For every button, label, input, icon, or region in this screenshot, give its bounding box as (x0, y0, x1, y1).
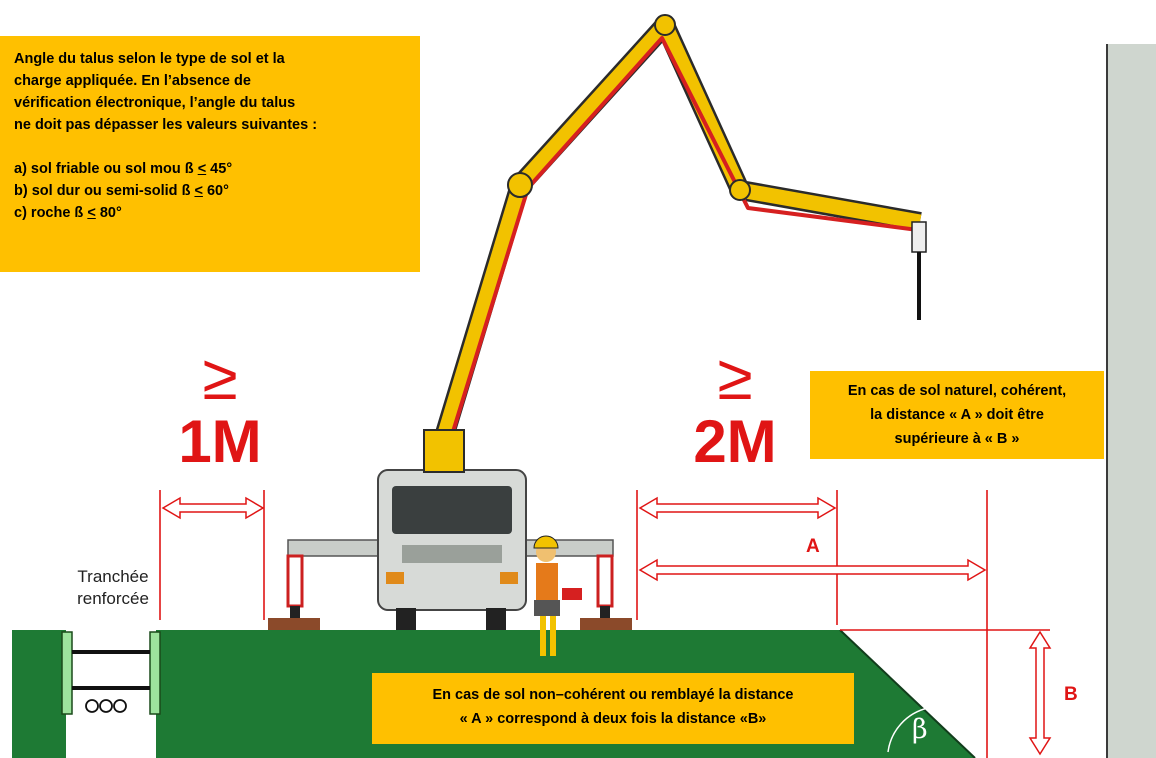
cohesive-soil-info-box: En cas de sol naturel, cohérent, la dist… (810, 371, 1104, 459)
trench-label-line-1: Tranchée (77, 567, 149, 586)
distance-label-2m: 2M (693, 408, 777, 475)
info-top-line-4: ne doit pas dépasser les valeurs suivant… (14, 117, 318, 133)
info-right-line-3: supérieure à « B » (894, 431, 1020, 447)
info-right-line-2: la distance « A » doit être (870, 407, 1044, 423)
rule-soft-soil: a) sol friable ou sol mou ß < 45° (14, 161, 233, 177)
reinforced-trench (61, 630, 161, 758)
angle-symbol: β (912, 714, 928, 745)
info-top-line-1: Angle du talus selon le type de sol et l… (14, 51, 285, 67)
info-bottom-line-2: « A » correspond à deux fois la distance… (459, 711, 767, 727)
slope-angle-info-box: Angle du talus selon le type de sol et l… (0, 36, 420, 272)
wall (1106, 44, 1156, 758)
arrow-b (1028, 630, 1052, 756)
info-right-line-1: En cas de sol naturel, cohérent, (847, 383, 1067, 399)
info-top-line-3: vérification électronique, l’angle du ta… (14, 95, 296, 111)
info-bottom-line-1: En cas de sol non–cohérent ou remblayé l… (432, 687, 794, 703)
rule-hard-soil: b) sol dur ou semi-solid ß < 60° (14, 183, 229, 199)
angle-arc (887, 707, 929, 753)
dimension-lines (159, 490, 1050, 758)
non-cohesive-soil-info-box: En cas de sol non–cohérent ou remblayé l… (372, 673, 854, 744)
arrow-a (638, 558, 987, 582)
distance-label-1m: 1M (178, 408, 262, 475)
worker (533, 535, 582, 656)
info-top-line-2: charge appliquée. En l’absence de (14, 73, 251, 89)
trench-label: Tranchée renforcée (58, 566, 168, 610)
distance-min-2m: ≥ 2M (690, 342, 780, 472)
ge-symbol-right: ≥ (717, 341, 753, 413)
pump-truck (268, 429, 632, 630)
trench-label-line-2: renforcée (77, 589, 149, 608)
arrow-1m (161, 496, 265, 520)
distance-min-1m: ≥ 1M (178, 341, 261, 472)
arrow-2m (638, 496, 837, 520)
ge-symbol-left: ≥ (202, 341, 238, 413)
rule-rock: c) roche ß < 80° (14, 205, 122, 221)
label-b: B (1064, 684, 1078, 705)
label-a: A (806, 536, 820, 557)
